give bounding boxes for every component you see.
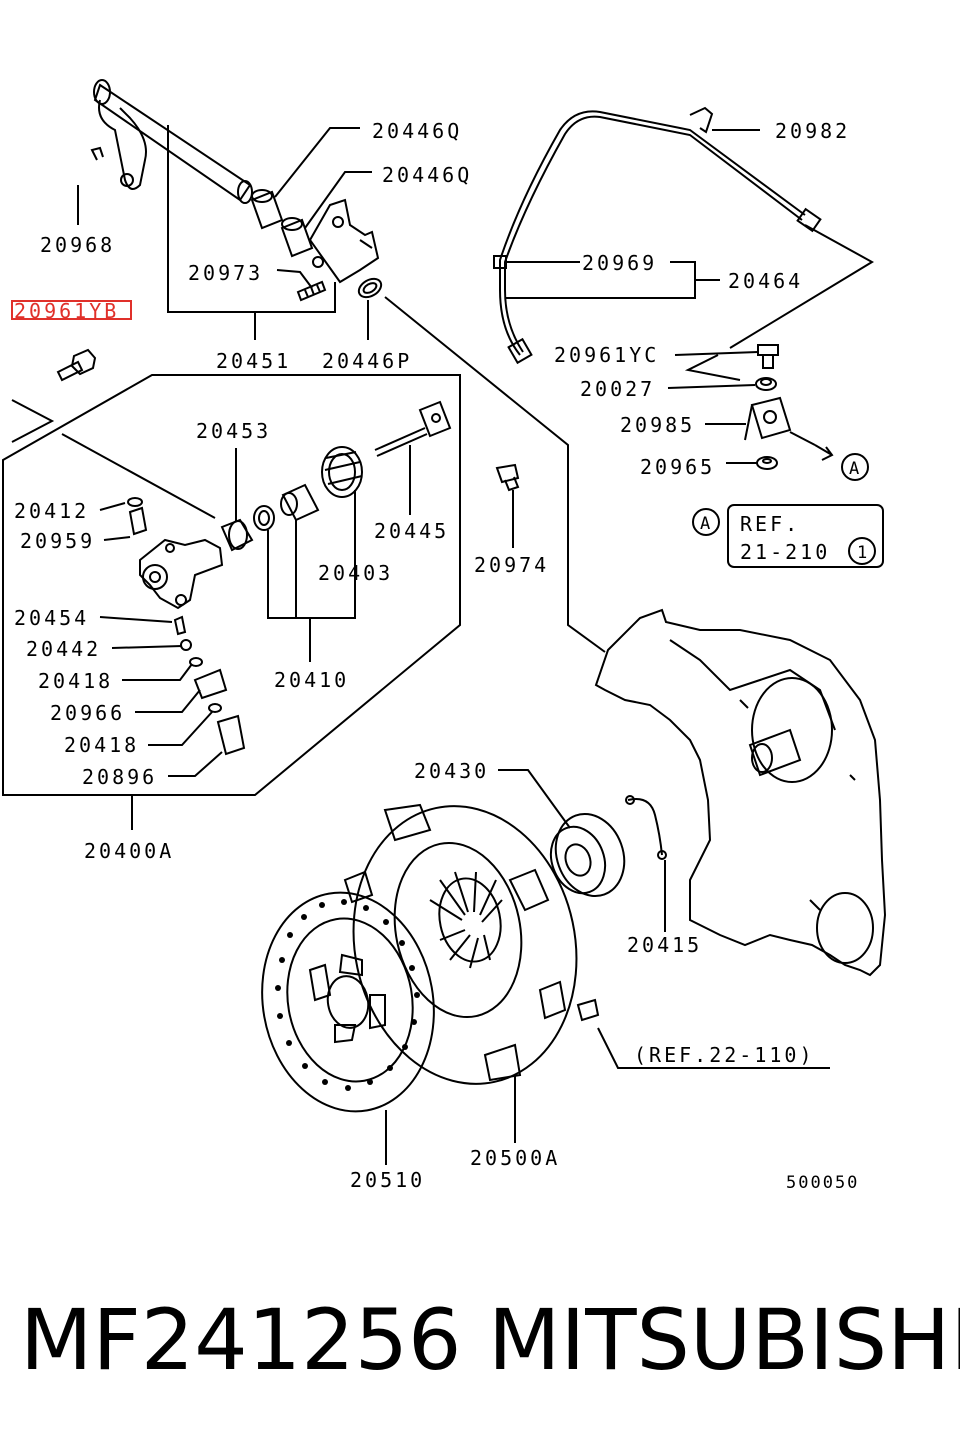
dowel-pin (576, 998, 600, 1022)
label-20451: 20451 (216, 349, 291, 373)
kit-leader (61, 433, 216, 519)
ref-mark-a-legend-text: A (700, 514, 712, 534)
release-fork (308, 198, 380, 284)
label-20966: 20966 (50, 701, 125, 725)
bushing-20446q-b (280, 217, 314, 258)
release-cylinder (139, 538, 224, 610)
label-20446p: 20446P (322, 349, 412, 373)
ref-page-number: 1 (857, 543, 869, 563)
label-20442: 20442 (26, 637, 101, 661)
footer: MF241256 MITSUBISHI (0, 1285, 960, 1395)
piston-20410 (280, 483, 320, 522)
ref-line-2: 21-210 (740, 540, 830, 564)
disc-holes (275, 899, 420, 1091)
diagram-number: 500050 (786, 1173, 859, 1193)
brand-name: MITSUBISHI (488, 1291, 960, 1389)
label-20453: 20453 (196, 419, 271, 443)
bleeder-parts (127, 497, 246, 756)
ref-mark-a-icon (841, 453, 869, 481)
bolt-20974 (495, 463, 520, 492)
transmission-case (594, 608, 887, 977)
label-20961yc: 20961YC (554, 343, 659, 367)
label-20027: 20027 (580, 377, 655, 401)
boot-20453 (220, 518, 254, 552)
label-20968: 20968 (40, 233, 115, 257)
label-20464: 20464 (728, 269, 803, 293)
label-20969: 20969 (582, 251, 657, 275)
spring-pin-20973 (296, 280, 327, 302)
label-20896: 20896 (82, 765, 157, 789)
label-20400a: 20400A (84, 839, 174, 863)
ref-page-circle-icon (848, 537, 876, 565)
label-20446q-b: 20446Q (382, 163, 472, 187)
label-20445: 20445 (374, 519, 449, 543)
washer-20027 (755, 377, 777, 391)
ref-mark-a-text: A (849, 459, 861, 479)
label-20973: 20973 (188, 261, 263, 285)
label-20959: 20959 (20, 529, 95, 553)
clutch-hose-20969 (493, 110, 822, 365)
label-20510: 20510 (350, 1168, 425, 1192)
label-20961yb: 20961YB (14, 299, 119, 323)
kit-pointer (11, 399, 55, 443)
release-shaft (90, 79, 253, 204)
highlight-box (11, 300, 132, 320)
ref-mark-a-legend-icon (692, 508, 720, 536)
kit-20400a-outline (2, 374, 461, 796)
label-20415: 20415 (627, 933, 702, 957)
push-rod-20445 (374, 400, 452, 457)
ref-box (727, 504, 884, 568)
label-20985: 20985 (620, 413, 695, 437)
label-20418-a: 20418 (38, 669, 113, 693)
label-20454: 20454 (14, 606, 89, 630)
clip-20982 (689, 106, 714, 134)
part-number: MF241256 (20, 1291, 462, 1389)
label-20403: 20403 (318, 561, 393, 585)
clip-20415 (625, 795, 667, 860)
bolt-20961yc (757, 344, 779, 369)
piston-kit-20403 (321, 446, 363, 498)
label-20982: 20982 (775, 119, 850, 143)
seal-20446p (357, 277, 383, 299)
direction-arrow-icon (814, 444, 834, 461)
cup-20410 (253, 505, 275, 531)
label-20500a: 20500A (470, 1146, 560, 1170)
clutch-disc-20510 (261, 891, 435, 1113)
label-20412: 20412 (14, 499, 89, 523)
label-20446q-a: 20446Q (372, 119, 462, 143)
bolt-20961yb (56, 348, 97, 382)
ref-line-1: REF. (740, 512, 800, 536)
bracket-20985 (744, 396, 792, 441)
bushing-20446q-a (250, 189, 284, 230)
label-20974: 20974 (474, 553, 549, 577)
nut-20965 (756, 456, 778, 470)
pressure-plate-20500a (343, 803, 578, 1085)
label-20418-b: 20418 (64, 733, 139, 757)
label-20965: 20965 (640, 455, 715, 479)
label-20430: 20430 (414, 759, 489, 783)
label-20410: 20410 (274, 668, 349, 692)
release-bearing-20430 (549, 812, 626, 898)
label-ref-22-110: (REF.22-110) (634, 1043, 815, 1067)
